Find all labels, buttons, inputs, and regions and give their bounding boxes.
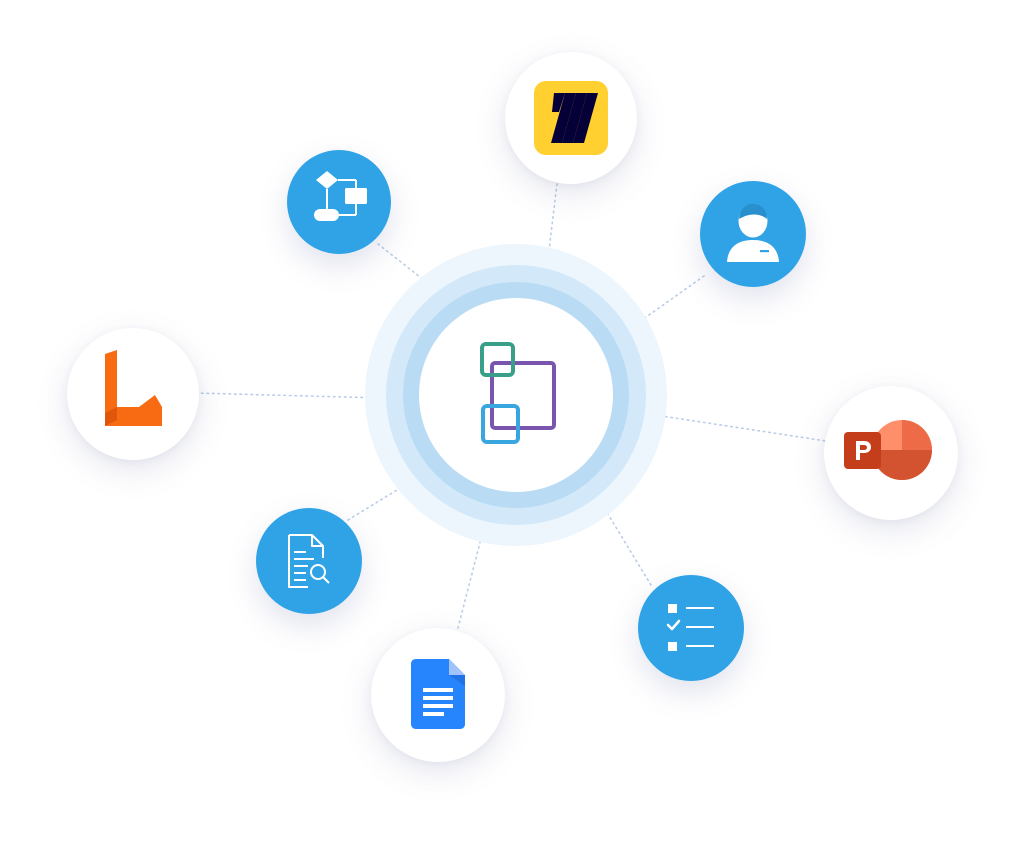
node-powerpoint[interactable] [824, 386, 958, 520]
user-avatar-icon [700, 181, 806, 287]
node-lucid[interactable] [67, 328, 199, 460]
node-miro[interactable] [505, 52, 637, 184]
google-docs-icon [411, 659, 465, 729]
node-user[interactable] [700, 181, 806, 287]
overlapping-squares-logo-icon [480, 342, 556, 444]
node-checklist[interactable] [638, 575, 744, 681]
node-google-docs[interactable] [371, 628, 505, 762]
miro-logo-icon [534, 81, 608, 155]
hub-center [419, 298, 613, 492]
flowchart-icon [287, 150, 391, 254]
node-flowchart[interactable] [287, 150, 391, 254]
lucid-logo-icon [105, 350, 162, 426]
document-search-icon [256, 508, 362, 614]
node-document-search[interactable] [256, 508, 362, 614]
powerpoint-logo-icon [844, 420, 932, 480]
checklist-icon [638, 575, 744, 681]
